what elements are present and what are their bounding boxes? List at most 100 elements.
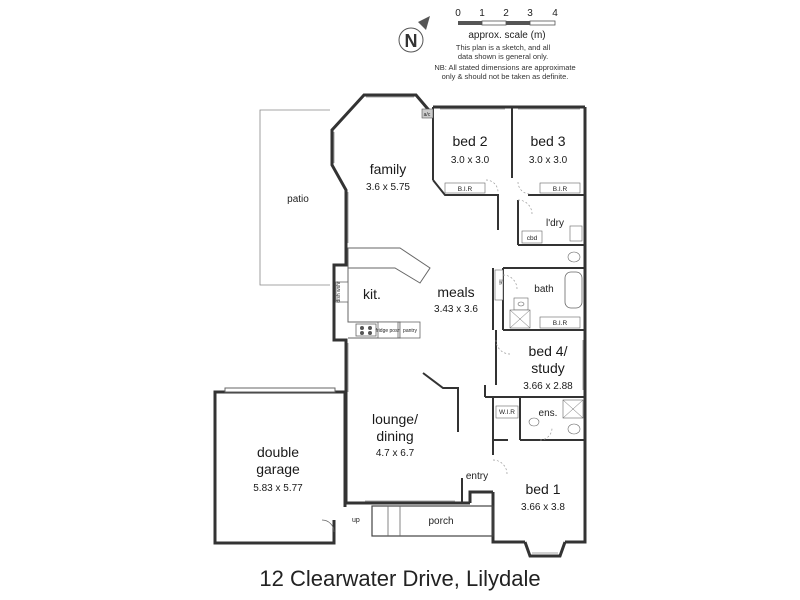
hob-4 — [368, 331, 372, 335]
door-laundry — [517, 199, 533, 215]
bath-label: bath — [534, 284, 553, 295]
garage-dim: 5.83 x 5.77 — [253, 483, 303, 494]
porch-outline — [371, 505, 494, 537]
kitchen-label: kit. — [363, 286, 381, 302]
garage-label-1: double — [257, 444, 299, 460]
toilet-ensuite — [567, 423, 581, 435]
bir-bed2-box — [444, 182, 486, 194]
door-bed2 — [485, 179, 499, 193]
basin-ensuite — [528, 417, 540, 427]
kitchen-bench — [347, 247, 431, 284]
lounge-left-wall — [332, 245, 348, 503]
laundry-trough — [569, 225, 583, 242]
scale-bar: 0 1 2 3 4 approx. scale (m) This plan is… — [434, 8, 575, 81]
bir-bed3-label: B.I.R — [553, 186, 568, 193]
shower-ensuite-x2 — [562, 399, 584, 419]
cbd-label: cbd — [527, 235, 538, 242]
bed2-label: bed 2 — [452, 133, 487, 149]
patio-area: patio — [259, 109, 330, 286]
door-ensuite — [539, 427, 553, 441]
bed3-label: bed 3 — [530, 133, 565, 149]
bed4-dim: 3.66 x 2.88 — [523, 381, 573, 392]
hob-3 — [360, 331, 364, 335]
bed1-bottom-wall — [491, 492, 525, 544]
lounge-dim: 4.7 x 6.7 — [376, 448, 415, 459]
windows — [333, 96, 584, 554]
meals-dim: 3.43 x 3.6 — [434, 304, 478, 315]
dishwasher-box — [335, 281, 349, 303]
room-labels: family 3.6 x 5.75 bed 2 3.0 x 3.0 bed 3 … — [366, 133, 573, 513]
scale-segment-c — [506, 21, 530, 25]
scale-tick-4: 4 — [552, 8, 558, 19]
bir-bed4-label: B.I.R — [553, 320, 568, 327]
exterior-walls — [330, 93, 587, 558]
bed4-label-2: study — [531, 360, 564, 376]
disclaimer-2: only & should not be taken as definite. — [442, 72, 569, 81]
door-bed3 — [517, 181, 531, 195]
scale-tick-0: 0 — [455, 8, 461, 19]
scale-segment-b — [481, 20, 507, 26]
pantry-label: pantry — [403, 328, 417, 334]
garage-walls: double garage 5.83 x 5.77 — [213, 387, 347, 545]
scale-segment-d — [529, 20, 556, 26]
garage-label-2: garage — [256, 461, 300, 477]
compass-ring — [398, 27, 424, 53]
door-bed1 — [492, 459, 508, 475]
wir-label: W.I.R — [499, 409, 515, 416]
garage-outline — [213, 390, 347, 545]
ensuite-label: ens. — [539, 408, 558, 419]
bed2-bottom-wall — [432, 179, 499, 230]
pantry-box — [399, 321, 421, 339]
wir-box — [495, 405, 519, 419]
front-wall — [468, 490, 493, 503]
toilet-laundry — [567, 251, 581, 263]
bed3-dim: 3.0 x 3.0 — [529, 155, 568, 166]
bed1-dim: 3.66 x 3.8 — [521, 502, 565, 513]
bed1-bay — [523, 541, 567, 558]
cbd-box — [521, 230, 543, 244]
up-label: up — [352, 517, 360, 524]
door-bed4 — [495, 339, 511, 355]
family-dim: 3.6 x 5.75 — [366, 182, 410, 193]
property-address: 12 Clearwater Drive, Lilydale — [259, 566, 541, 591]
linen-box — [494, 269, 504, 301]
compass-label: N — [405, 31, 418, 51]
entry-label: entry — [466, 471, 488, 482]
hob-2 — [368, 326, 372, 330]
scale-note-2: data shown is general only. — [458, 52, 548, 61]
scale-segment-a — [458, 21, 482, 25]
fixtures: a/c B.I.R B.I.R cbd lin B.I.R W.I.R — [421, 108, 584, 435]
lounge-label-2: dining — [376, 428, 413, 444]
laundry-label: l'dry — [546, 218, 564, 229]
basin-bath — [513, 297, 529, 311]
scale-tick-2: 2 — [503, 8, 509, 19]
basin-bath-bowl — [517, 301, 525, 307]
linen-label: lin — [497, 279, 503, 284]
porch-label: porch — [428, 516, 453, 527]
patio-label: patio — [287, 194, 309, 205]
dishwasher-label: dish wshr — [336, 281, 342, 302]
hob-1 — [360, 326, 364, 330]
scale-note-1: This plan is a sketch, and all — [456, 43, 551, 52]
lounge-divider — [422, 372, 459, 432]
porch-area: porch up — [352, 505, 494, 537]
bed2-dim: 3.0 x 3.0 — [451, 155, 490, 166]
lounge-label-1: lounge/ — [372, 411, 418, 427]
bir-bed3-box — [539, 182, 581, 194]
shower-bath-x2 — [509, 309, 531, 329]
compass-arrow-icon — [418, 16, 430, 30]
bir-bed4-box — [539, 316, 581, 329]
ac-box — [421, 108, 434, 119]
bathtub — [564, 271, 583, 309]
ac-label: a/c — [424, 112, 431, 118]
scale-tick-1: 1 — [479, 8, 485, 19]
garage-door — [224, 387, 336, 393]
door-bath — [502, 274, 518, 290]
kitchen: dish wshr fridge posn pantry kit. — [335, 247, 431, 339]
bir-bed2-label: B.I.R — [458, 186, 473, 193]
door-swings — [485, 179, 553, 475]
patio-outline — [259, 109, 330, 286]
fridge-box — [377, 321, 399, 339]
meals-label: meals — [437, 284, 474, 300]
